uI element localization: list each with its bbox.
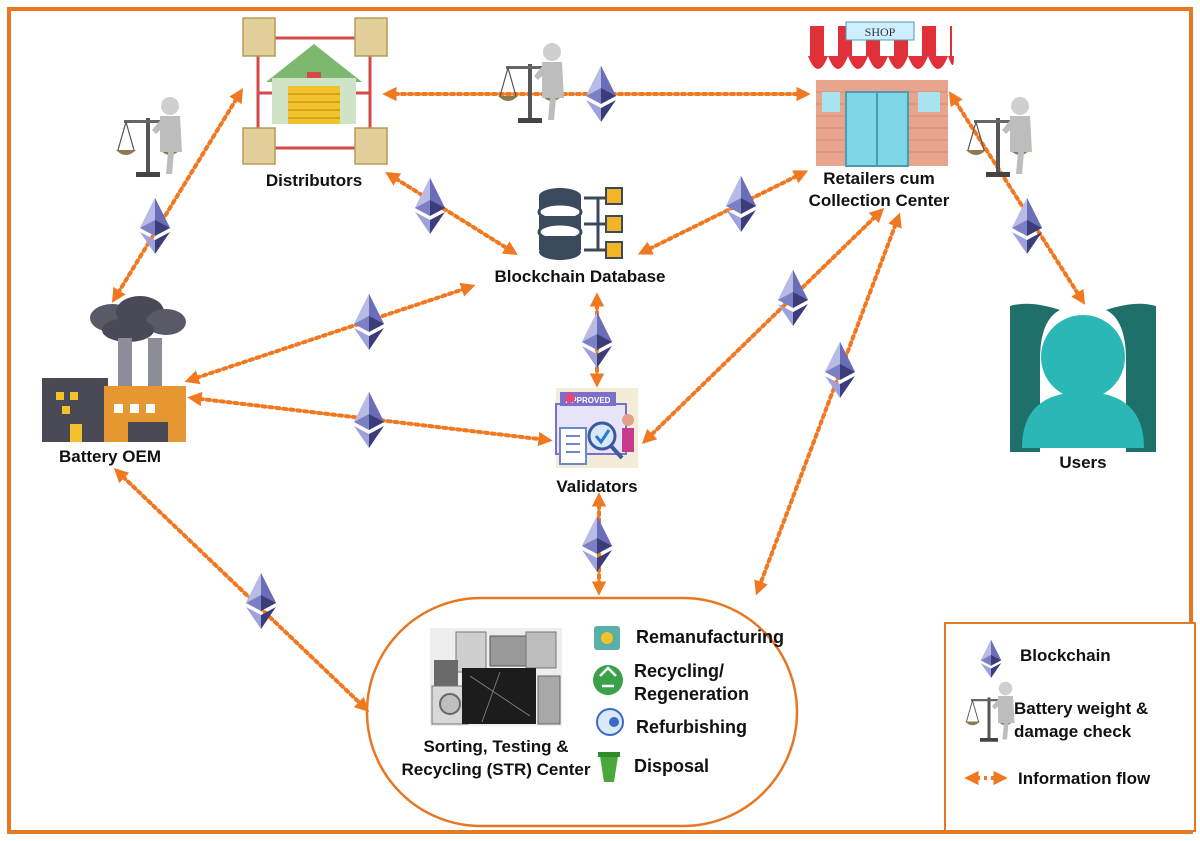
weight-check-icon: [115, 96, 183, 178]
blockchain-database-label: Blockchain Database: [494, 267, 666, 286]
refurbishing-label: Refurbishing: [636, 717, 747, 737]
arrow-retailers-str: [754, 212, 902, 596]
blockchain-icon: [825, 342, 855, 398]
blockchain-icon: [726, 176, 756, 232]
approved-sign-text: APPROVED: [566, 396, 611, 405]
disposal-label: Disposal: [634, 756, 710, 776]
arrow-distributors-oem: [112, 88, 243, 303]
warehouse-icon: [242, 17, 388, 165]
recycling-label-line1: Recycling/: [634, 661, 725, 681]
disposal-icon: [598, 752, 620, 782]
users-label: Users: [1059, 453, 1107, 472]
arrow-retailers-database: [637, 170, 809, 255]
str-center-label-line1: Sorting, Testing &: [423, 737, 569, 756]
battery-oem-label: Battery OEM: [58, 447, 162, 466]
legend-weight-label-line1: Battery weight &: [1014, 699, 1149, 718]
validators-icon: APPROVED: [555, 388, 638, 468]
retailers-label-line2: Collection Center: [808, 191, 950, 210]
shop-sign-text: SHOP: [865, 25, 896, 39]
recycling-label-line2: Regeneration: [634, 684, 750, 704]
arrow-oem-database: [184, 282, 476, 385]
distributors-label: Distributors: [265, 171, 363, 190]
remanufacturing-icon: [594, 626, 620, 650]
legend-blockchain-label: Blockchain: [1020, 646, 1111, 665]
weight-check-icon: [965, 96, 1033, 178]
str-center-boundary: [365, 596, 799, 828]
legend-info-flow-label: Information flow: [1018, 769, 1151, 788]
blockchain-icon: [415, 178, 445, 234]
arrow-oem-str: [113, 468, 370, 712]
blockchain-icon: [354, 392, 384, 448]
blockchain-icon: [140, 198, 170, 254]
retailers-label-line1: Retailers cum: [823, 169, 935, 188]
blockchain-icon: [582, 312, 612, 368]
blockchain-icon: [586, 66, 616, 122]
remanufacturing-label: Remanufacturing: [636, 627, 785, 647]
blockchain-icon: [354, 294, 384, 350]
outer-frame: [7, 7, 1193, 834]
weight-check-icon: [497, 42, 565, 124]
refurbishing-icon: [596, 708, 624, 736]
factory-icon: [42, 296, 186, 442]
e-waste-pile-icon: [430, 628, 562, 726]
recycling-icon: [593, 665, 623, 695]
str-center-label-line2: Recycling (STR) Center: [401, 760, 591, 779]
shop-icon: SHOP: [808, 21, 954, 167]
blockchain-icon: [582, 516, 612, 572]
legend-weight-label-line2: damage check: [1014, 722, 1132, 741]
arrow-distributors-database: [385, 171, 518, 256]
validators-label: Validators: [556, 477, 638, 496]
blockchain-icon: [1012, 198, 1042, 254]
database-icon: [537, 187, 623, 260]
arrow-retailers-validators: [641, 207, 885, 445]
user-icon: [1010, 303, 1156, 452]
blockchain-icon: [778, 270, 808, 326]
